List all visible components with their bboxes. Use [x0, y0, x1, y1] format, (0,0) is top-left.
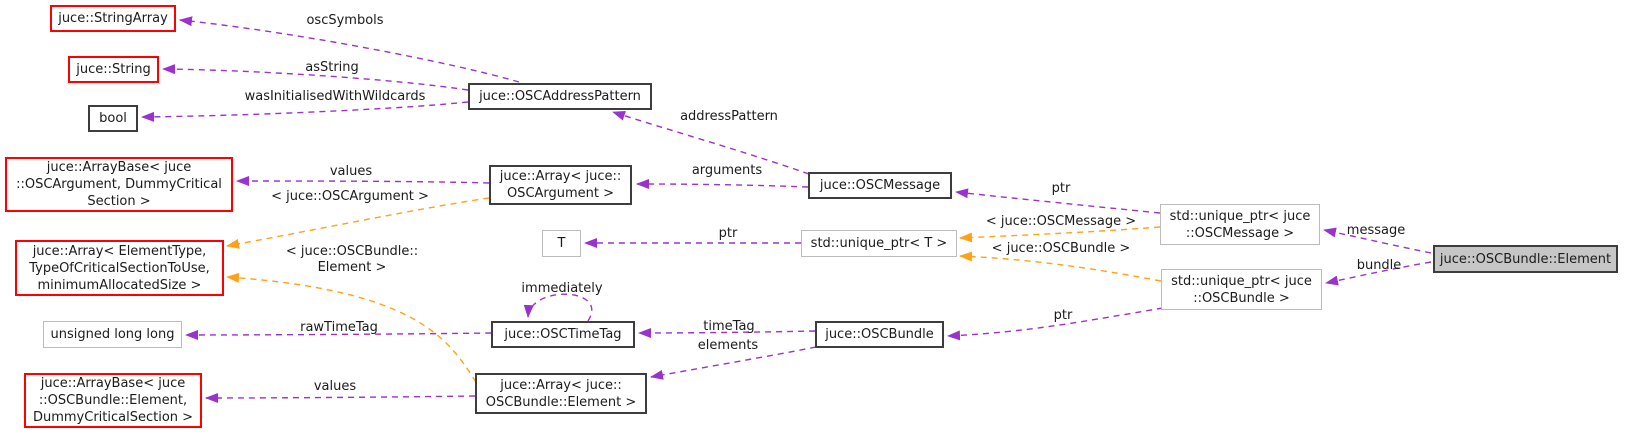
node-t: T [542, 230, 581, 257]
edge-raw-time-tag [185, 329, 492, 340]
edge-label-time-tag: timeTag [703, 319, 755, 334]
edge-label-raw-time-tag: rawTimeTag [300, 320, 378, 335]
edge-label-ptr-top: ptr [1051, 181, 1071, 196]
edge-label-bundle: bundle [1356, 258, 1402, 273]
edge-time-tag [638, 327, 816, 338]
node-juce-oscbundle[interactable]: juce::OSCBundle [815, 321, 944, 348]
edge-label-was-initialised-with-wildcards: wasInitialisedWithWildcards [244, 89, 426, 104]
node-juce-arraybase-oscargument[interactable]: juce::ArrayBase< juce ::OSCArgument, Dum… [5, 157, 233, 212]
edge-ptr-bottom [947, 307, 1164, 341]
node-juce-arraybase-oscbundle-element[interactable]: juce::ArrayBase< juce ::OSCBundle::Eleme… [24, 373, 202, 428]
node-juce-oscbundle-element: juce::OSCBundle::Element [1433, 245, 1618, 273]
edge-label-values-top: values [329, 164, 373, 179]
edge-template-osc-message [959, 226, 1161, 243]
node-juce-string[interactable]: juce::String [68, 56, 159, 83]
node-juce-array-elementtype[interactable]: juce::Array< ElementType, TypeOfCritical… [15, 240, 224, 296]
edge-as-string [162, 64, 469, 91]
edge-label-as-string: asString [305, 60, 359, 75]
edge-arguments [636, 179, 809, 190]
edge-label-elements: elements [697, 338, 759, 353]
edge-label-template-osc-bundle-element: < juce::OSCBundle:: Element > [285, 244, 419, 275]
node-juce-oscaddresspattern[interactable]: juce::OSCAddressPattern [468, 83, 652, 110]
node-juce-oscmessage[interactable]: juce::OSCMessage [808, 172, 952, 199]
edge-label-arguments: arguments [691, 163, 763, 178]
edge-was-initialised-with-wildcards [141, 101, 469, 122]
edge-label-message: message [1346, 223, 1406, 238]
edge-template-osc-bundle-element [226, 272, 477, 383]
edge-label-osc-symbols: oscSymbols [306, 13, 384, 28]
edge-address-pattern [612, 110, 810, 175]
edge-label-template-osc-message: < juce::OSCMessage > [985, 214, 1137, 229]
edge-label-values-bottom: values [313, 379, 357, 394]
edge-template-osc-bundle [959, 251, 1162, 282]
edge-osc-symbols [179, 16, 520, 83]
node-unsigned-long-long: unsigned long long [43, 321, 182, 348]
node-std-unique-ptr-t: std::unique_ptr< T > [801, 230, 957, 257]
edge-label-immediately: immediately [521, 281, 603, 296]
edge-values-bottom [205, 392, 476, 403]
node-juce-osctimetag[interactable]: juce::OSCTimeTag [491, 321, 635, 348]
node-std-unique-ptr-oscmessage: std::unique_ptr< juce ::OSCMessage > [1160, 204, 1320, 245]
node-juce-array-oscbundle-element[interactable]: juce::Array< juce:: OSCBundle::Element > [475, 373, 647, 414]
edge-label-template-osc-bundle: < juce::OSCBundle > [991, 241, 1131, 256]
node-juce-array-oscargument[interactable]: juce::Array< juce:: OSCArgument > [489, 165, 632, 205]
edge-label-ptr-mid: ptr [718, 226, 738, 241]
edge-ptr-top [955, 188, 1161, 214]
node-std-unique-ptr-oscbundle: std::unique_ptr< juce ::OSCBundle > [1161, 269, 1322, 310]
edge-template-osc-argument [226, 197, 490, 249]
node-juce-stringarray[interactable]: juce::StringArray [50, 5, 176, 32]
edge-message [1323, 227, 1432, 254]
edge-elements [650, 346, 817, 380]
edge-immediately-self-loop [523, 293, 593, 322]
edge-values-top [236, 176, 490, 187]
edge-bundle [1325, 261, 1432, 286]
edge-label-ptr-bottom: ptr [1053, 308, 1073, 323]
node-bool[interactable]: bool [88, 105, 138, 132]
edge-label-template-osc-argument: < juce::OSCArgument > [271, 189, 429, 204]
edge-label-address-pattern: addressPattern [680, 109, 778, 124]
